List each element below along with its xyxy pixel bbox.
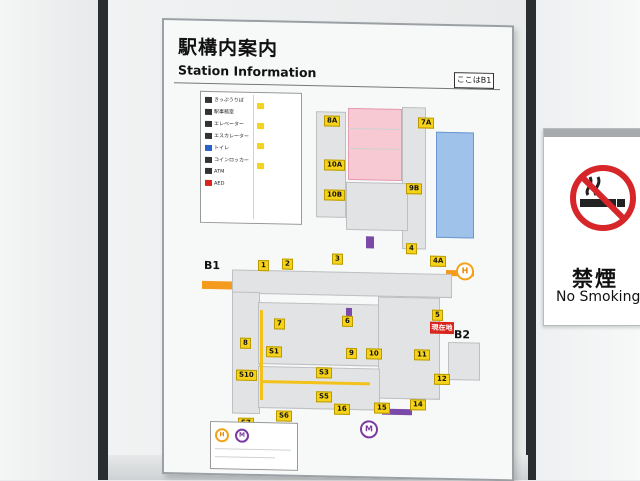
exit-sign: S3 — [316, 367, 332, 379]
ticket-icon — [205, 96, 212, 103]
exit-icon — [257, 122, 264, 130]
legend-item: エスカレーター — [205, 132, 249, 141]
concourse — [232, 291, 260, 415]
legend-item: トイレ — [205, 144, 229, 153]
aed-icon — [205, 179, 212, 187]
wall-panel-left — [0, 0, 100, 480]
exit-sign: 2 — [282, 258, 293, 270]
exit-icon — [257, 142, 264, 150]
exit-sign: 6 — [342, 315, 353, 327]
board-title: 駅構内案内 — [178, 36, 279, 61]
exit-sign: 3 — [332, 253, 343, 265]
exit-sign: 7A — [418, 117, 435, 129]
wall-seam — [98, 0, 108, 480]
elevator-icon — [205, 120, 212, 127]
line-m-symbol: M — [360, 420, 378, 439]
legend-item: コインロッカー — [205, 156, 249, 165]
legend-item: エレベーター — [205, 120, 244, 129]
legend-item: きっぷうりば — [205, 96, 244, 105]
no-smoking-icon — [570, 165, 636, 231]
station-map-board: 駅構内案内 Station Information ここはB1 きっぷうりば 駅… — [162, 18, 514, 481]
exit-sign: S10 — [236, 369, 257, 381]
legend-item: ATM — [205, 167, 224, 176]
station-floor-map: きっぷうりば 駅事務室 エレベーター エスカレーター トイレ コインロッカー A… — [196, 83, 502, 477]
exit-sign: 7 — [274, 318, 285, 330]
exit-sign: 9 — [346, 347, 357, 360]
exit-sign: 4A — [430, 255, 447, 267]
no-smoking-label-en: No Smoking — [556, 289, 640, 305]
exit-sign: 11 — [414, 349, 430, 361]
line-orange — [202, 280, 232, 290]
toilet-icon — [205, 144, 212, 151]
no-smoking-sign: 禁煙 No Smoking — [543, 128, 640, 326]
exit-sign: S5 — [316, 391, 332, 403]
exit-sign: 1 — [258, 260, 269, 272]
legend-item: AED — [205, 179, 224, 188]
exit-sign: 9B — [406, 183, 423, 195]
line-h-symbol: H — [456, 262, 474, 281]
exit-sign: S1 — [266, 346, 282, 358]
exit-sign: 10 — [366, 348, 382, 360]
elevator-guide-box: H M — [210, 421, 298, 471]
concourse — [232, 269, 452, 299]
current-floor-tag: ここはB1 — [454, 72, 494, 89]
zone-pink — [348, 107, 402, 182]
no-smoking-label-ja: 禁煙 — [572, 267, 618, 291]
concourse — [378, 296, 440, 400]
elevator-block — [366, 236, 374, 249]
exit-icon — [257, 102, 264, 110]
b2-area — [448, 341, 480, 381]
exit-sign: 10A — [324, 159, 346, 171]
exit-sign: 8 — [240, 337, 251, 349]
escalator-icon — [205, 132, 212, 139]
exit-sign: 15 — [374, 402, 390, 414]
line-yellow — [260, 310, 263, 401]
legend-item: 駅事務室 — [205, 108, 234, 117]
line-h-symbol: H — [215, 428, 229, 443]
floor-label-b2: B2 — [454, 328, 471, 342]
exit-sign: 16 — [334, 403, 350, 415]
floor-label-b1: B1 — [204, 258, 221, 273]
exit-sign: 14 — [410, 399, 426, 411]
corridor — [346, 181, 408, 232]
atm-icon — [205, 167, 212, 175]
exit-sign: 10B — [324, 189, 346, 201]
zone-blue — [436, 131, 474, 239]
exit-sign: 8A — [324, 115, 341, 127]
line-m-symbol: M — [235, 428, 249, 443]
map-legend: きっぷうりば 駅事務室 エレベーター エスカレーター トイレ コインロッカー A… — [200, 90, 302, 225]
exit-icon — [257, 162, 264, 170]
exit-sign: S6 — [276, 410, 292, 422]
wall-seam — [526, 0, 536, 480]
office-icon — [205, 108, 212, 115]
exit-sign: 4 — [406, 243, 417, 255]
locker-icon — [205, 156, 212, 163]
exit-sign: 12 — [434, 373, 450, 386]
exit-sign: 5 — [432, 309, 443, 321]
sign-top-band — [544, 129, 640, 137]
current-location-marker: 現在地 — [430, 321, 454, 335]
board-subtitle: Station Information — [178, 62, 317, 81]
